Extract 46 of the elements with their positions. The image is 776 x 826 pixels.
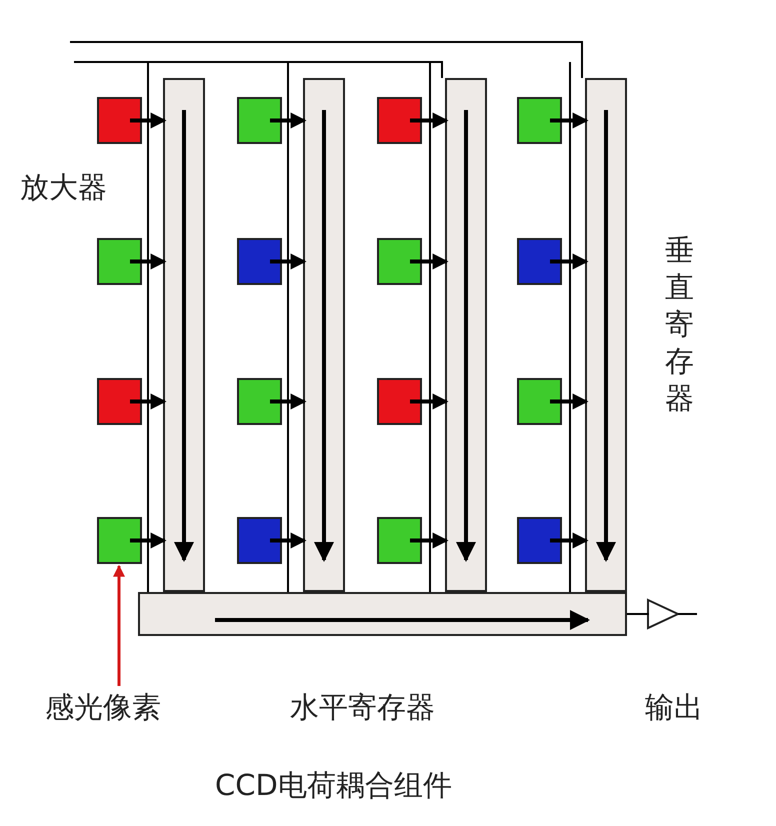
arrow <box>270 394 307 410</box>
vertical-register-bar <box>303 78 345 592</box>
pixel-square <box>377 238 422 285</box>
arrow <box>130 532 167 548</box>
vertical-register-label: 垂直寄存器 <box>665 232 695 418</box>
arrow <box>550 532 589 548</box>
amplifier-label: 放大器 <box>20 169 107 206</box>
signal-line <box>678 613 697 615</box>
arrow <box>550 394 589 410</box>
arrow <box>130 254 167 270</box>
pixel-square <box>517 238 562 285</box>
arrow <box>410 254 449 270</box>
vertical-register-bar <box>163 78 205 592</box>
horizontal-register-label: 水平寄存器 <box>290 689 435 726</box>
pixel-square <box>97 517 142 564</box>
arrow <box>270 532 307 548</box>
pixel-square <box>517 378 562 425</box>
arrow <box>130 112 167 128</box>
leader-line <box>113 564 125 686</box>
pixel-square <box>237 238 282 285</box>
pixel-square <box>237 517 282 564</box>
arrow <box>270 254 307 270</box>
output-label: 输出 <box>645 689 703 726</box>
signal-line <box>627 613 649 615</box>
arrow <box>270 112 307 128</box>
pixel-square <box>97 97 142 144</box>
pixel-label: 感光像素 <box>45 688 161 728</box>
pixel-square <box>377 517 422 564</box>
caption: CCD电荷耦合组件 <box>215 767 452 804</box>
pixel-square <box>237 97 282 144</box>
arrow <box>410 532 449 548</box>
arrow <box>550 112 589 128</box>
arrow <box>410 394 449 410</box>
pixel-square <box>517 97 562 144</box>
horizontal-register-bar <box>138 592 627 636</box>
arrow <box>550 254 589 270</box>
pixel-square <box>97 238 142 285</box>
pixel-square <box>517 517 562 564</box>
pixel-square <box>237 378 282 425</box>
vertical-register-bar <box>445 78 487 592</box>
pixel-square <box>97 378 142 425</box>
vertical-register-bar <box>585 78 627 592</box>
arrow <box>410 112 449 128</box>
arrow <box>130 394 167 410</box>
pixel-square <box>377 378 422 425</box>
pixel-square <box>377 97 422 144</box>
